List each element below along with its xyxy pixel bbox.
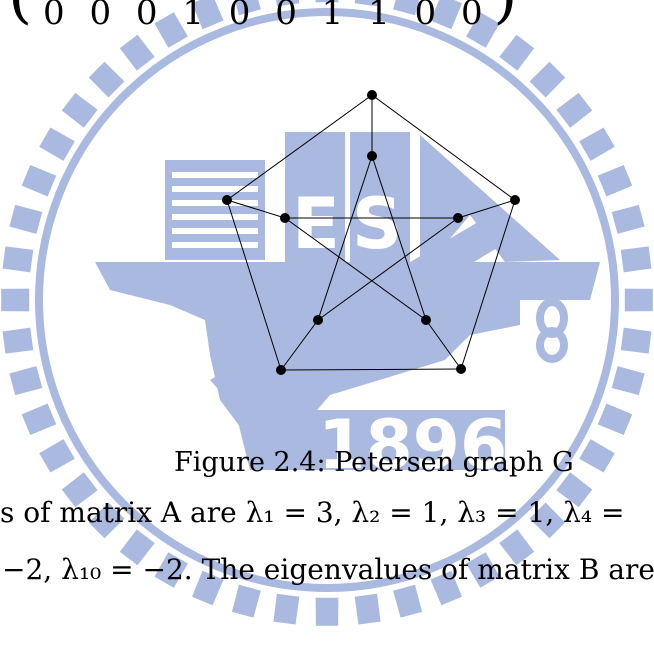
figure-caption: Figure 2.4: Petersen graph G [174,447,574,478]
seal-ring-bar [611,204,645,234]
matrix-open-paren: ( [8,0,32,31]
seal-ring-bar [154,552,188,588]
seal-ring-bar [192,570,224,606]
watermark-year: 1896 [318,406,507,485]
body-text-line-1: s of matrix A are λ₁ = 3, λ₂ = 1, λ₃ = 1… [0,496,625,529]
seal-ring-bar [624,288,653,312]
seal-ring-bar [597,165,633,197]
seal-ring-bar [579,127,615,161]
seal-ring-bar [276,0,300,7]
seal-ring-bar [39,439,75,473]
seal-ring-bar [315,0,339,3]
graph-vertices [222,90,520,375]
seal-ring-bar [39,127,75,161]
vertex-inner-2 [453,213,463,223]
seal-ring-bar [430,0,462,30]
vertex-outer-2 [510,195,520,205]
seal-ring-bar [61,472,98,508]
seal-ring [1,0,653,626]
seal-ring-bar [119,529,155,566]
seal-ring-bar [192,0,224,30]
seal-ring-bar [88,61,125,98]
vertex-outer-4 [276,365,286,375]
vertex-inner-4 [313,315,323,325]
vertex-inner-5 [280,213,290,223]
seal-ring-bar [88,502,125,539]
seal-anvil-shape [95,262,600,440]
seal-ring-bar [499,529,535,566]
seal-ring-bar [579,439,615,473]
seal-ring-bar [430,570,462,606]
seal-ring-bar [611,366,645,396]
seal-ring-bar [354,0,378,7]
seal-ring-bar [529,61,566,98]
matrix-row-entries: 0 0 0 1 0 0 1 1 0 0 [43,0,483,33]
matrix-last-row: ( 0 0 0 1 0 0 1 1 0 0 ) [8,0,518,33]
vertex-outer-3 [456,364,466,374]
seal-ring-bar [354,593,381,625]
seal-ring-bar [2,246,34,273]
seal-ring-bar [466,12,500,48]
vertex-inner-1 [367,151,377,161]
seal-ring-bar [9,204,43,234]
seal-ring-bar [61,92,98,128]
seal-ring-bar [21,165,57,197]
seal-ring-bar [21,403,57,435]
seal-ring-bar [499,34,535,71]
vertex-inner-3 [421,315,431,325]
seal-ring-bar [273,593,300,625]
body-text-line-2: −2, λ₁₀ = −2. The eigenvalues of matrix … [2,553,654,586]
seal-ring-bar [466,552,500,588]
seal-ring-bar [556,472,593,508]
seal-ring-bar [2,327,34,354]
seal-ring-bar [9,366,43,396]
seal-ring-bar [556,92,593,128]
seal-ring-bar [597,403,633,435]
seal-ring-bar [154,12,188,48]
seal-ring-bar [620,327,652,354]
vertex-outer-1 [367,90,377,100]
seal-ring-bar [315,597,339,626]
seal-ring-bar [119,34,155,71]
vertex-outer-5 [222,195,232,205]
seal-ring-bar [1,288,30,312]
seal-ring-bar [620,246,652,273]
graph-edges [226,94,516,371]
matrix-close-paren: ) [493,0,517,31]
seal-ring-bar [231,584,261,618]
seal-ring-bar [234,0,261,16]
seal-ring-bar [529,502,566,539]
seal-ring-bar [393,0,420,16]
seal-ring-bar [393,584,423,618]
